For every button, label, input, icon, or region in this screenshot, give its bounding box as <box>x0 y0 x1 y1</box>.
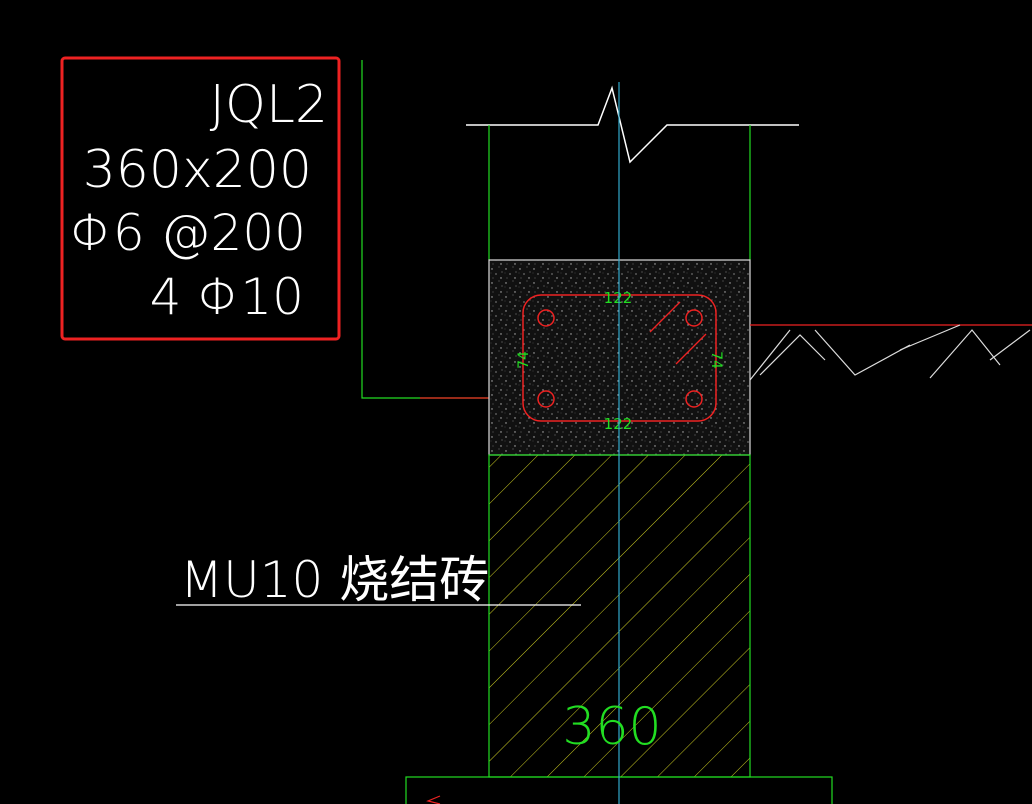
main-bar-top-left <box>537 309 555 327</box>
label-leader-line <box>361 60 490 399</box>
dim-wall-width: 360 <box>562 697 661 757</box>
main-bar-bottom-left <box>537 390 555 408</box>
beam-name-text: JQL2 <box>210 75 328 135</box>
dim-stirrup-left: 74 <box>516 351 532 369</box>
dim-stirrup-bottom: 122 <box>604 415 633 433</box>
footing-marker <box>426 795 441 804</box>
beam-size-text: 360x200 <box>83 140 312 200</box>
material-label: MU10 烧结砖 <box>180 551 489 609</box>
stirrup-spec-text: Φ6 @200 <box>70 204 306 262</box>
main-bar-bottom-right <box>685 390 703 408</box>
dim-stirrup-top: 122 <box>604 289 633 307</box>
beam-label-highlight-box <box>60 56 341 341</box>
soil-hatch <box>749 324 1031 381</box>
main-bar-spec-text: 4 Φ10 <box>150 268 304 326</box>
break-line <box>466 85 799 164</box>
main-bar-top-right <box>685 309 703 327</box>
stirrup-hook-2 <box>675 333 707 365</box>
stirrup-hook-1 <box>649 301 681 333</box>
dim-stirrup-right: 74 <box>708 351 724 369</box>
